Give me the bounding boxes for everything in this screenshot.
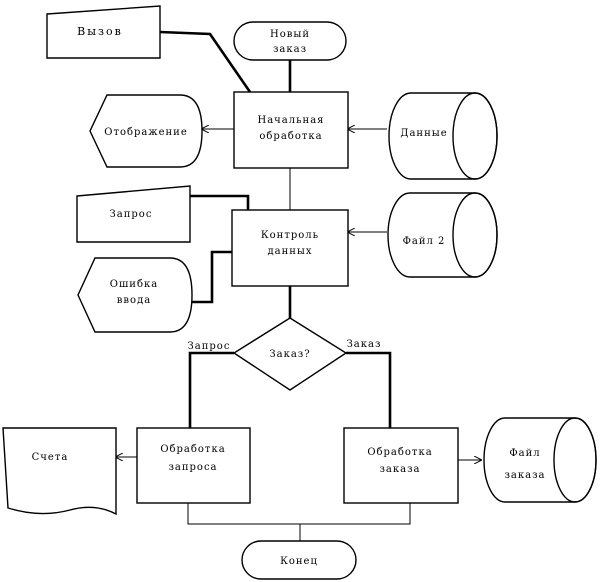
connector-decision-right [346,351,392,428]
node-request-label: Запрос [110,209,153,220]
connector-decision-left [188,351,234,428]
connector-request-to-control [190,194,250,210]
node-input-error-label-1: Ошибка [110,279,158,290]
connector-vyzov-to-initial [159,30,252,93]
node-input-error: Ошибка ввода [77,257,193,333]
connectors [116,30,481,541]
node-input-error-label-2: ввода [117,295,151,306]
node-order-file-label-2: заказа [504,470,545,481]
edge-label-left: Запрос [188,341,231,352]
node-call-label: Вызов [77,25,123,38]
node-request-processing-label-2: запроса [168,462,217,473]
node-data-label: Данные [400,128,447,139]
node-data-control-label-2: данных [267,246,312,257]
edge-label-right: Заказ [347,339,382,350]
node-order-processing: Обработка заказа [343,427,459,504]
node-file-2-label: Файл 2 [403,236,446,247]
node-end: Конец [241,540,357,580]
node-call: Вызов [46,5,161,59]
node-order-file-label-1: Файл [509,448,540,459]
node-display: Отображение [89,94,203,168]
node-data: Данные [388,92,498,180]
node-data-control: Контроль данных [231,209,349,287]
node-end-label: Конец [280,556,318,567]
node-accounts-label: Счета [32,452,69,463]
connector-control-to-error [190,250,232,304]
node-request-processing-label-1: Обработка [160,444,225,455]
node-request-processing: Обработка запроса [136,427,251,504]
node-file-2: Файл 2 [387,192,498,278]
node-decision: Заказ? [232,317,348,391]
node-request: Запрос [76,185,191,243]
node-initial-processing-label-2: обработка [259,131,322,142]
node-new-order-label-1: Новый [270,29,310,40]
node-initial-processing: Начальная обработка [233,91,349,169]
connector-merge [187,503,411,525]
node-display-label: Отображение [104,127,188,138]
node-new-order-label-2: заказ [273,44,307,55]
node-decision-label: Заказ? [269,349,310,360]
node-accounts: Счета [2,427,117,516]
node-initial-processing-label-1: Начальная [258,115,325,126]
node-data-control-label-1: Контроль [261,230,319,241]
node-order-processing-label-1: Обработка [367,447,432,458]
node-order-processing-label-2: заказа [379,464,420,475]
node-order-file: Файл заказа [483,417,597,503]
node-new-order: Новый заказ [233,21,347,61]
